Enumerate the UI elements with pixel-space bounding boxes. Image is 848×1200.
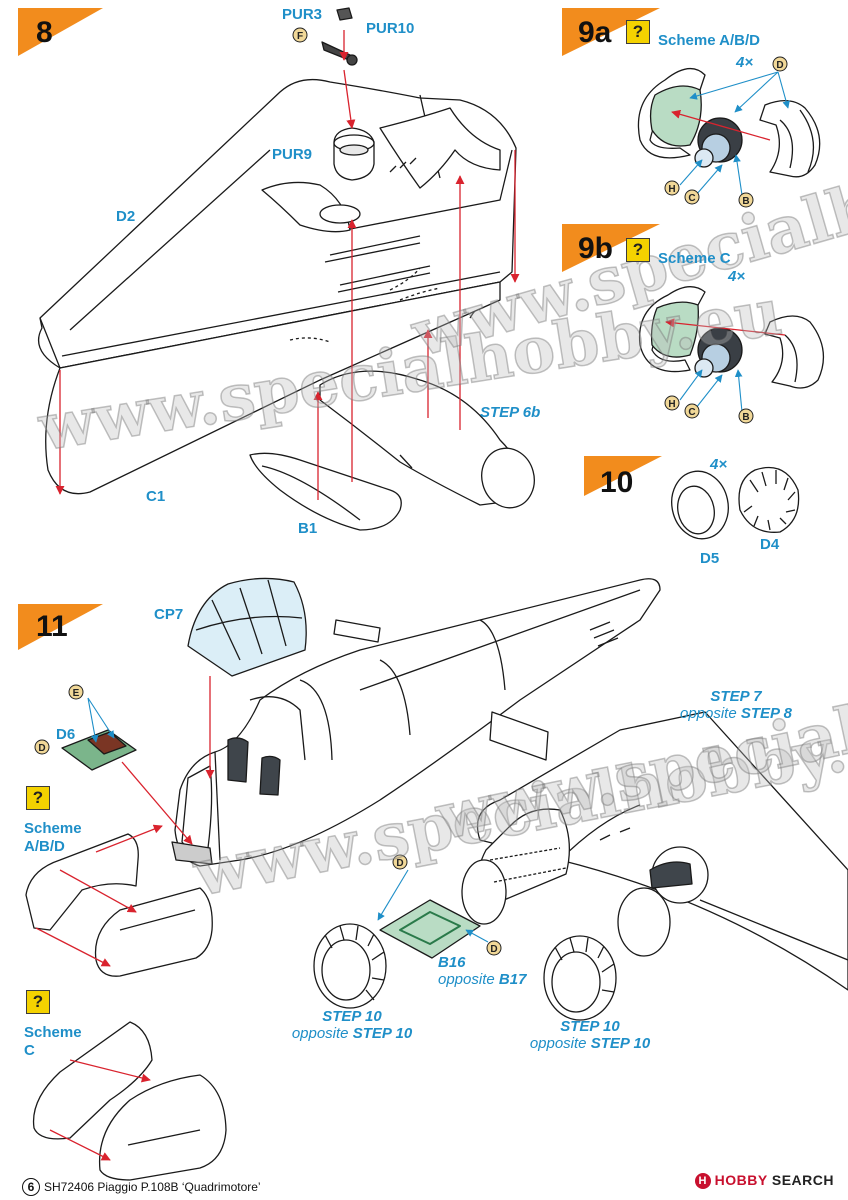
- svg-text:B: B: [742, 412, 749, 423]
- part-d6-label: D6: [56, 726, 76, 743]
- step-7-ref-line1: STEP 7: [710, 688, 762, 705]
- part-pur9-label: PUR9: [272, 146, 313, 163]
- part-b17-part: B17: [498, 971, 527, 988]
- svg-text:C: C: [688, 193, 695, 204]
- svg-text:D: D: [396, 858, 403, 869]
- svg-text:F: F: [297, 31, 303, 42]
- nacelle-step6b: [319, 370, 535, 509]
- cowlings-10: [671, 466, 800, 540]
- step-10-ref-left-line2: opposite STEP 10: [276, 1025, 428, 1042]
- part-b1-label: B1: [298, 520, 318, 537]
- step-10-ref-right: STEP 10 opposite STEP 10: [512, 1018, 668, 1052]
- paint-tags: F D H C B H C B E D D D: [34, 27, 788, 956]
- cowl-step11-left: [313, 923, 387, 1009]
- part-b16-line2: opposite B17: [438, 971, 526, 988]
- step-7-ref: STEP 7 opposite STEP 8: [666, 688, 806, 722]
- wing-underside-b1: [45, 267, 501, 495]
- part-b16-ref: B16 opposite B17: [438, 954, 526, 988]
- step-7-ref-line2: opposite STEP 8: [666, 705, 806, 722]
- part-b16-line1: B16: [438, 954, 466, 971]
- step-10-ref-left: STEP 10 opposite STEP 10: [276, 1008, 428, 1042]
- svg-text:D: D: [38, 743, 45, 754]
- svg-text:B: B: [742, 196, 749, 207]
- step-10-number: 10: [600, 466, 634, 499]
- svg-text:E: E: [73, 688, 80, 699]
- svg-text:C: C: [688, 407, 695, 418]
- credit-suffix: SEARCH: [771, 1172, 834, 1188]
- step-9b-flag: [562, 224, 660, 272]
- part-d4-label: D4: [760, 536, 780, 553]
- step-8-flag: [18, 8, 103, 56]
- step-6b-ref: STEP 6b: [480, 404, 541, 421]
- step-10-flag: [584, 456, 662, 496]
- multiplier-9b: 4×: [728, 268, 746, 285]
- cockpit-seats: [171, 737, 281, 865]
- part-b16-word: opposite: [438, 971, 495, 988]
- engine-9b: [638, 286, 824, 389]
- nose-c: [32, 1021, 227, 1181]
- multiplier-10: 4×: [710, 456, 728, 473]
- cowl-step11-right: [543, 935, 617, 1021]
- multiplier-9a: 4×: [736, 54, 754, 71]
- svg-text:H: H: [668, 184, 675, 195]
- part-d5-label: D5: [700, 550, 720, 567]
- wing-step11: [461, 711, 848, 991]
- footer: 6 SH72406 Piaggio P.108B ‘Quadrimotore’: [22, 1178, 261, 1196]
- page-number: 6: [22, 1178, 40, 1196]
- svg-text:D: D: [490, 944, 497, 955]
- part-c1-label: C1: [146, 488, 166, 505]
- fairing-b1: [249, 452, 402, 531]
- credit-brand: HOBBY: [714, 1172, 768, 1188]
- svg-text:H: H: [668, 399, 675, 410]
- scheme-c-title: Scheme C: [658, 250, 731, 267]
- scheme-c-label-2: C: [24, 1042, 35, 1059]
- part-pur3-label: PUR3: [282, 6, 323, 23]
- step-10-ref-right-line1: STEP 10: [560, 1018, 620, 1035]
- engine-9a: [637, 68, 821, 178]
- step-10-ref-left-word: opposite: [291, 1025, 349, 1042]
- step-10-ref-right-step: STEP 10: [590, 1035, 651, 1052]
- plate-b16: [379, 899, 481, 959]
- step-9b-number: 9b: [578, 232, 614, 265]
- step-10-ref-right-word: opposite: [529, 1035, 587, 1052]
- step-10-ref-left-step: STEP 10: [352, 1025, 413, 1042]
- step-7-ref-word: opposite: [679, 705, 737, 722]
- scheme-abd-label-1: Scheme: [24, 820, 82, 837]
- question-icon-11-abd: ?: [26, 786, 50, 810]
- step-11-flag: [18, 604, 103, 650]
- wing-d2-c1: [37, 78, 517, 369]
- footer-title: SH72406 Piaggio P.108B ‘Quadrimotore’: [44, 1180, 261, 1194]
- step-7-ref-step: STEP 8: [740, 705, 793, 722]
- hobbysearch-logo-icon: H: [694, 1173, 711, 1189]
- part-d2-label: D2: [116, 208, 136, 225]
- svg-text:D: D: [776, 60, 783, 71]
- scheme-abd-title: Scheme A/B/D: [658, 32, 760, 49]
- step-10-ref-left-line1: STEP 10: [322, 1008, 382, 1025]
- scheme-abd-label-2: A/B/D: [24, 838, 65, 855]
- step-10-ref-right-line2: opposite STEP 10: [512, 1035, 668, 1052]
- step-8-number: 8: [36, 16, 53, 49]
- scheme-c-label-1: Scheme: [24, 1024, 82, 1041]
- question-icon-11-c: ?: [26, 990, 50, 1014]
- question-icon-9b: ?: [626, 238, 650, 262]
- step-11-number: 11: [36, 610, 68, 643]
- canopy-cp7: [187, 577, 307, 677]
- part-cp7-label: CP7: [154, 606, 184, 623]
- pur-parts: [321, 7, 375, 181]
- part-pur10-label: PUR10: [366, 20, 415, 37]
- question-icon-9a: ?: [626, 20, 650, 44]
- step-9a-number: 9a: [578, 16, 612, 49]
